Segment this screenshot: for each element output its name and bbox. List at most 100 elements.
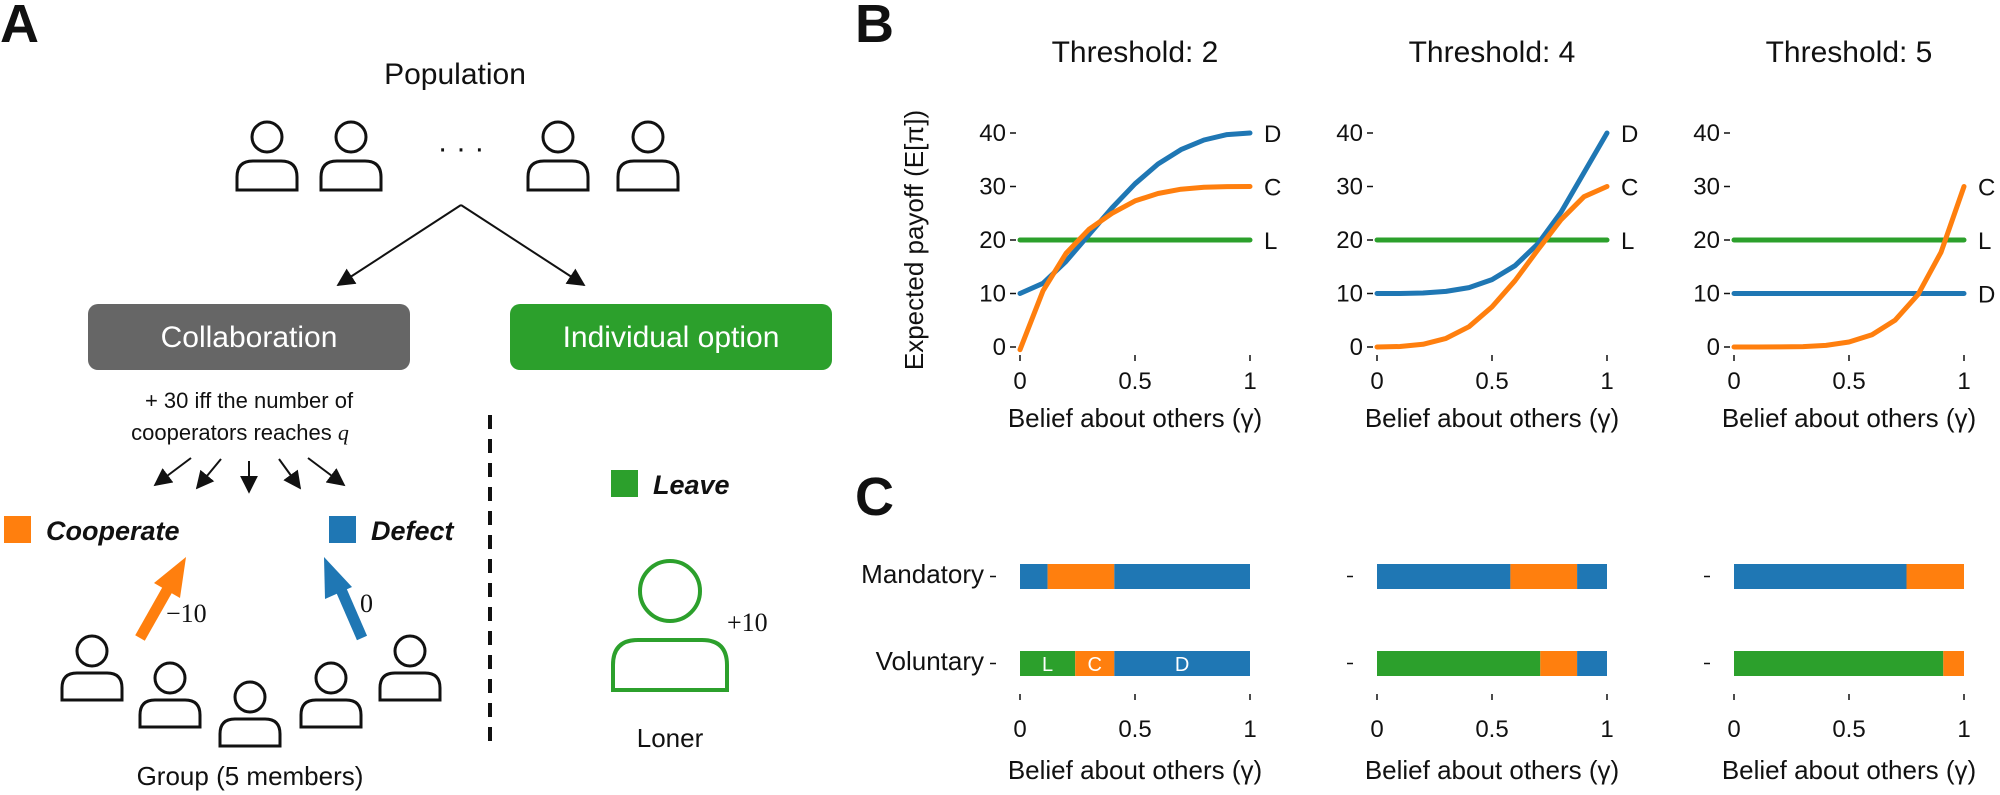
y-tick-label: 20 [979, 227, 1006, 254]
cooperate-payoff: −10 [166, 599, 207, 628]
x-tick-label: 1 [1243, 716, 1256, 743]
y-tick-label: 40 [979, 120, 1006, 147]
member-arrows [153, 457, 346, 494]
x-tick-label: 0.5 [1475, 368, 1508, 395]
x-axis-label: Belief about others (γ) [1722, 403, 1976, 433]
x-tick-label: 1 [1957, 368, 1970, 395]
rule-text-line1: + 30 iff the number of [145, 388, 354, 413]
voluntary-segment-C [1540, 651, 1578, 676]
series-label-L: L [1978, 228, 1991, 255]
x-tick-label: 0 [1370, 368, 1383, 395]
panel-a-letter: A [0, 0, 39, 54]
mandatory-segment-C [1510, 564, 1578, 589]
voluntary-segment-L [1377, 651, 1541, 676]
voluntary-segment-D [1577, 651, 1607, 676]
arrow-to-individual [460, 204, 586, 286]
y-tick-label: 0 [1707, 334, 1720, 361]
mandatory-segment-D [1577, 564, 1607, 589]
x-tick-label: 0.5 [1832, 716, 1865, 743]
row-label-voluntary: Voluntary [876, 646, 984, 676]
y-tick-label: 0 [1350, 334, 1363, 361]
in-bar-label-L: L [1042, 654, 1053, 676]
panel-c-letter: C [855, 467, 894, 527]
series-label-L: L [1264, 228, 1277, 255]
series-label-L: L [1621, 228, 1634, 255]
series-label-C: C [1978, 175, 1995, 202]
x-tick-label: 0.5 [1475, 716, 1508, 743]
y-tick-label: 30 [1336, 174, 1363, 201]
x-tick-label: 0 [1370, 716, 1383, 743]
y-tick-label: 10 [1693, 281, 1720, 308]
y-tick-label: 30 [1693, 174, 1720, 201]
population-label: Population [384, 58, 526, 91]
x-axis-label: Belief about others (γ) [1008, 403, 1262, 433]
x-tick-label: 0 [1727, 716, 1740, 743]
mandatory-segment-C [1047, 564, 1115, 589]
x-axis-label: Belief about others (γ) [1722, 755, 1976, 785]
individual-option-box: Individual option [510, 304, 832, 370]
loner-payoff: +10 [727, 608, 768, 637]
y-tick-label: 40 [1693, 120, 1720, 147]
x-tick-label: 0 [1013, 716, 1026, 743]
mandatory-segment-D [1377, 564, 1511, 589]
x-axis-label: Belief about others (γ) [1008, 755, 1262, 785]
chart-title: Threshold: 5 [1766, 36, 1933, 69]
y-tick-label: 20 [1336, 227, 1363, 254]
panel-b-letter: B [855, 0, 894, 54]
x-tick-label: 0.5 [1832, 368, 1865, 395]
person-icon [378, 634, 442, 702]
x-tick-label: 0 [1727, 368, 1740, 395]
x-tick-label: 0.5 [1118, 716, 1151, 743]
leave-swatch [611, 470, 638, 497]
series-label-C: C [1264, 175, 1281, 202]
individual-option-label: Individual option [563, 321, 780, 354]
population-people [235, 120, 680, 192]
y-tick-label: 40 [1336, 120, 1363, 147]
x-tick-label: 1 [1600, 368, 1613, 395]
panel-b-ylabel: Expected payoff (E[π]) [899, 110, 929, 370]
cooperate-arrow [135, 557, 186, 641]
voluntary-segment-D [1114, 651, 1250, 676]
y-tick-label: 10 [1336, 281, 1363, 308]
mandatory-segment-D [1114, 564, 1250, 589]
x-tick-label: 1 [1957, 716, 1970, 743]
panel-a: A Population · · · Collaboration Individ… [0, 0, 832, 791]
person-icon [235, 120, 299, 192]
series-line-C [1731, 184, 1967, 350]
series-label-D: D [1264, 121, 1281, 148]
group-members [60, 634, 442, 748]
x-tick-label: 1 [1243, 368, 1256, 395]
x-tick-label: 0.5 [1118, 368, 1151, 395]
person-icon [319, 120, 383, 192]
defect-label: Defect [371, 516, 455, 546]
leave-label: Leave [653, 470, 730, 500]
voluntary-segment-L [1734, 651, 1944, 676]
series-line-C [1374, 184, 1610, 350]
y-tick-label: 10 [979, 281, 1006, 308]
row-label-mandatory: Mandatory [861, 559, 984, 589]
person-icon [299, 661, 363, 729]
cooperate-swatch [4, 516, 31, 543]
chart-title: Threshold: 2 [1052, 36, 1219, 69]
voluntary-segment-L [1020, 651, 1076, 676]
series-label-C: C [1621, 175, 1638, 202]
x-tick-label: 0 [1013, 368, 1026, 395]
mandatory-segment-D [1734, 564, 1907, 589]
voluntary-segment-C [1075, 651, 1115, 676]
person-icon [138, 661, 202, 729]
arrow-to-collaboration [336, 204, 462, 286]
person-icon [218, 680, 282, 748]
rule-text-line2: cooperators reaches q [131, 420, 349, 445]
person-icon [60, 634, 124, 702]
series-line-C [1017, 184, 1253, 353]
collaboration-label: Collaboration [161, 321, 338, 354]
collaboration-box: Collaboration [88, 304, 410, 370]
